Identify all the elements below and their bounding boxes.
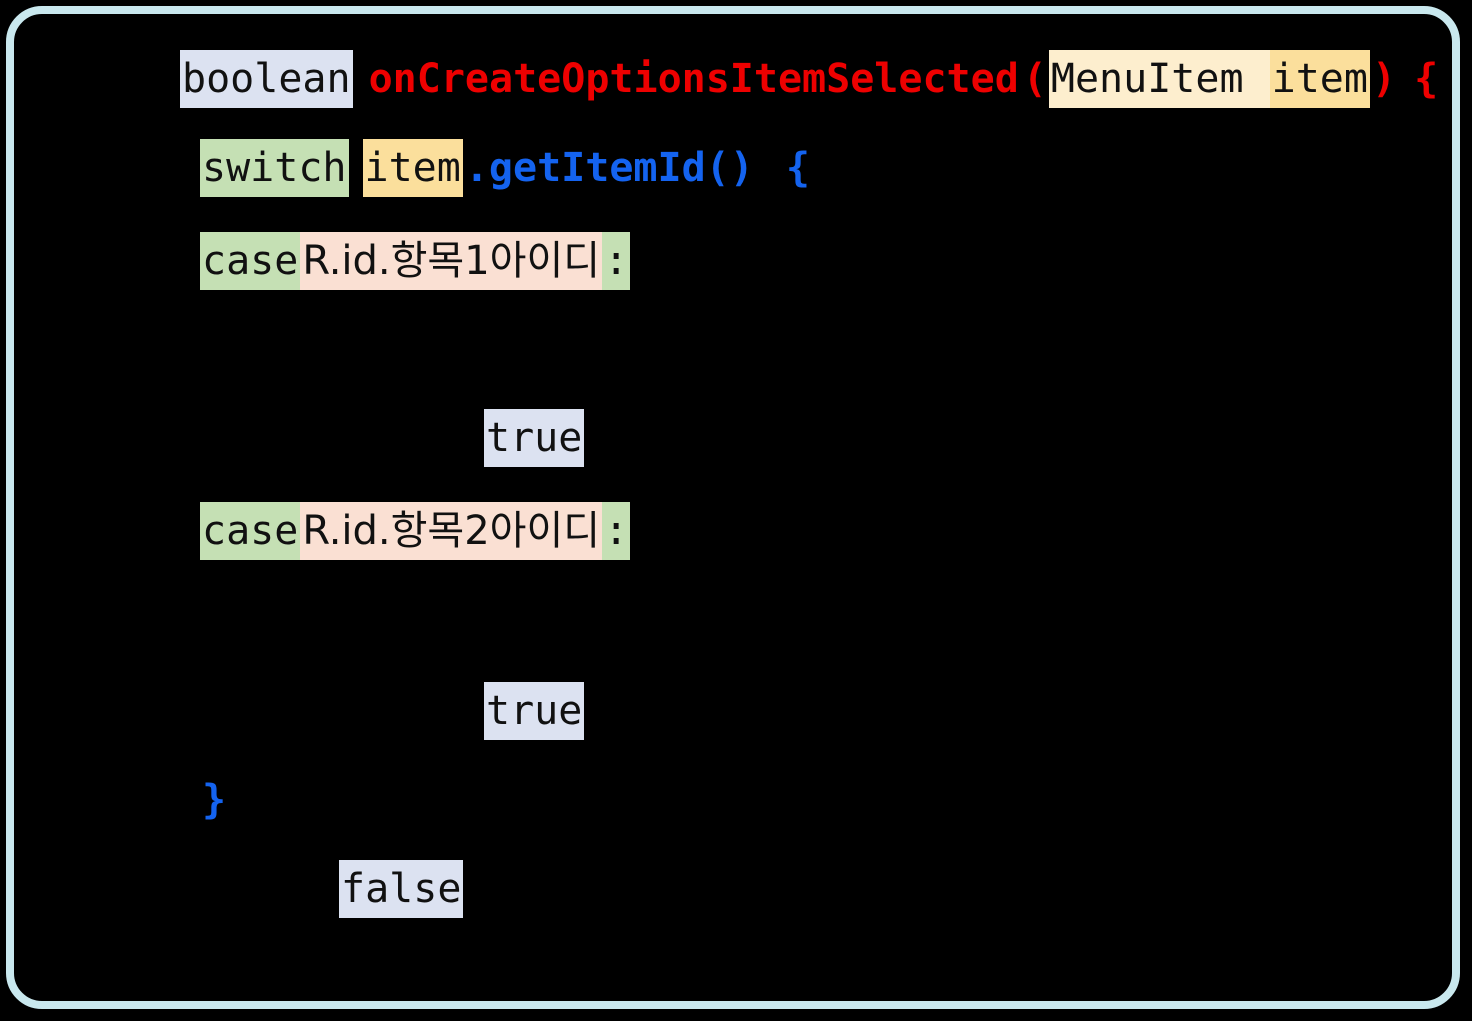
token-return-value-true-1[interactable]: true (484, 409, 585, 467)
token-param-name[interactable]: item (1269, 50, 1370, 108)
token-case-value-2[interactable]: R.id.항목2아이디 (300, 502, 603, 560)
token-return-value-true-2[interactable]: true (484, 682, 585, 740)
token-param-type[interactable]: MenuItem (1048, 50, 1270, 108)
code-line-signature: boolean onCreateOptionsItemSelected(MenuI… (180, 50, 1440, 108)
token-case-colon-2: : (602, 502, 631, 560)
token-paren-open: ( (1022, 56, 1047, 102)
token-case-value-1[interactable]: R.id.항목1아이디 (300, 232, 603, 290)
token-switch-subject[interactable]: item (362, 139, 463, 197)
token-brace-close: } (202, 777, 227, 823)
token-return-value-false[interactable]: false (339, 860, 464, 918)
code-surface: boolean onCreateOptionsItemSelected(MenuI… (14, 14, 1452, 1001)
token-method-name[interactable]: onCreateOptionsItemSelected (368, 56, 1019, 102)
token-brace-open-switch: { (785, 145, 810, 191)
token-brace-open-signature: { (1414, 56, 1439, 102)
token-case-colon-1: : (602, 232, 631, 290)
token-paren-close: ) (1371, 56, 1397, 102)
token-switch-keyword[interactable]: switch (200, 139, 349, 197)
code-snippet-frame: boolean onCreateOptionsItemSelected(MenuI… (6, 6, 1460, 1009)
code-line-close-brace: } (200, 771, 228, 829)
code-line-return-false: false (339, 860, 464, 918)
token-boolean[interactable]: boolean (180, 50, 353, 108)
token-case-keyword-1[interactable]: case (200, 232, 301, 290)
code-line-return-true-1: true (484, 409, 585, 467)
token-switch-call[interactable]: .getItemId() (464, 145, 754, 191)
token-case-keyword-2[interactable]: case (200, 502, 301, 560)
code-line-return-true-2: true (484, 682, 585, 740)
